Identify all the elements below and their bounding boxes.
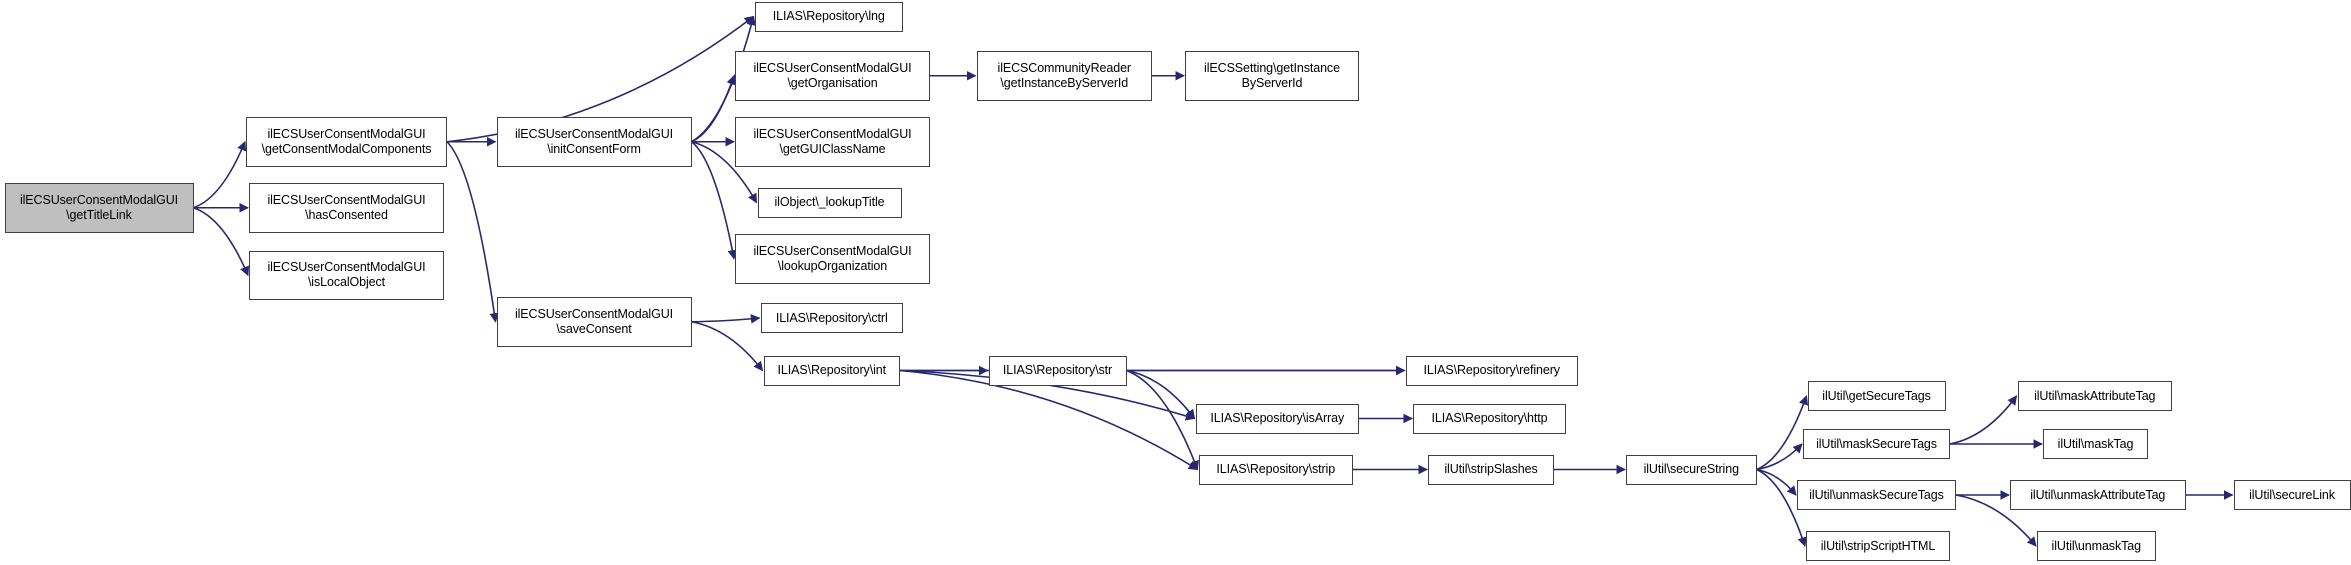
node-label-line1: ilUtil\unmaskTag — [2051, 538, 2142, 553]
node-label-line1: ILIAS\Repository\strip — [1216, 462, 1336, 476]
node-label-line1: ilUtil\unmaskAttributeTag — [2030, 487, 2166, 502]
graph-node-repoStrip[interactable]: ILIAS\Repository\strip — [1198, 454, 1353, 485]
graph-node-initConsentForm[interactable]: ilECSUserConsentModalGUI\initConsentForm — [496, 117, 692, 167]
graph-node-secureLink[interactable]: ilUtil\secureLink — [2233, 480, 2351, 510]
node-label-line1: ilUtil\stripSlashes — [1444, 462, 1538, 476]
graph-node-unmaskSecureTags[interactable]: ilUtil\unmaskSecureTags — [1797, 480, 1956, 510]
graph-node-unmaskAttributeTag[interactable]: ilUtil\unmaskAttributeTag — [2010, 480, 2186, 510]
graph-node-maskSecureTags[interactable]: ilUtil\maskSecureTags — [1803, 429, 1950, 459]
node-label-line1: ILIAS\Repository\isArray — [1210, 411, 1345, 425]
node-label-line1: ilUtil\secureString — [1643, 462, 1739, 476]
node-label-line1: ilUtil\maskTag — [2057, 436, 2134, 451]
graph-node-repoIsArray[interactable]: ILIAS\Repository\isArray — [1195, 403, 1359, 434]
node-label-line1: ilECSUserConsentModalGUI — [267, 260, 426, 275]
node-label-line1: ILIAS\Repository\str — [1002, 363, 1113, 377]
edge-saveConsent-to-repoInt — [691, 320, 764, 372]
node-label-line1: ILIAS\Repository\http — [1431, 411, 1548, 425]
node-label-line1: ilECSCommunityReader — [997, 60, 1132, 75]
node-label-line2: ByServerId — [1241, 75, 1303, 90]
node-label-line1: ilECSUserConsentModalGUI — [514, 306, 674, 321]
graph-node-getTitleLink[interactable]: ilECSUserConsentModalGUI\getTitleLink — [4, 183, 194, 233]
graph-node-repoLng[interactable]: ILIAS\Repository\lng — [754, 1, 903, 32]
node-label-line1: ilECSSetting\getInstance — [1204, 60, 1340, 75]
node-label-line1: ilECSUserConsentModalGUI — [753, 243, 912, 258]
node-label-line1: ilECSUserConsentModalGUI — [267, 126, 426, 141]
graph-node-secureString[interactable]: ilUtil\secureString — [1626, 454, 1757, 485]
node-label-line1: ILIAS\Repository\refinery — [1423, 363, 1561, 377]
graph-node-lookupTitle[interactable]: ilObject\_lookupTitle — [757, 187, 902, 218]
node-label-line1: ilECSUserConsentModalGUI — [514, 126, 674, 141]
node-label-line1: ILIAS\Repository\lng — [772, 9, 885, 23]
edge-repoStr-to-repoIsArray — [1126, 369, 1196, 420]
graph-node-getOrganisation[interactable]: ilECSUserConsentModalGUI\getOrganisation — [735, 51, 930, 101]
node-label-line1: ilUtil\unmaskSecureTags — [1809, 487, 1944, 502]
graph-node-repoRefinery[interactable]: ILIAS\Repository\refinery — [1405, 355, 1578, 386]
graph-node-isLocalObject[interactable]: ilECSUserConsentModalGUI\isLocalObject — [249, 250, 444, 300]
edge-secureString-to-unmaskSecureTags — [1756, 468, 1797, 496]
node-label-line1: ilUtil\maskSecureTags — [1816, 436, 1937, 451]
edge-initConsentForm-to-lookupOrganization — [691, 141, 738, 260]
graph-node-repoHttp[interactable]: ILIAS\Repository\http — [1413, 403, 1566, 434]
graph-node-maskAttributeTag[interactable]: ilUtil\maskAttributeTag — [2017, 381, 2172, 411]
node-label-line2: \hasConsented — [305, 207, 388, 222]
graph-node-maskTag[interactable]: ilUtil\maskTag — [2043, 429, 2148, 459]
node-label-line1: ILIAS\Repository\int — [777, 363, 887, 377]
graph-node-hasConsented[interactable]: ilECSUserConsentModalGUI\hasConsented — [249, 183, 444, 233]
node-label-line2: \getConsentModalComponents — [261, 141, 432, 156]
node-label-line1: ilECSUserConsentModalGUI — [753, 60, 912, 75]
node-label-line1: ilObject\_lookupTitle — [774, 195, 885, 209]
graph-node-unmaskTag[interactable]: ilUtil\unmaskTag — [2037, 531, 2156, 561]
node-label-line2: \lookupOrganization — [777, 258, 888, 273]
edge-secureString-to-getSecureTags — [1756, 395, 1809, 471]
node-label-line2: \getInstanceByServerId — [1000, 75, 1129, 90]
edge-getTitleLink-to-isLocalObject — [193, 206, 250, 277]
edge-initConsentForm-to-getOrganisation — [691, 74, 736, 143]
graph-node-repoStr[interactable]: ILIAS\Repository\str — [988, 355, 1127, 386]
node-label-line2: \isLocalObject — [307, 275, 386, 290]
edge-secureString-to-maskSecureTags — [1756, 443, 1803, 471]
node-label-line1: ilUtil\secureLink — [2249, 487, 2335, 502]
edge-maskSecureTags-to-maskAttributeTag — [1949, 395, 2018, 445]
node-label-line1: ilUtil\maskAttributeTag — [2034, 388, 2156, 403]
edge-getConsentModalComponents-to-saveConsent — [446, 141, 500, 323]
node-label-line2: \getOrganisation — [787, 75, 878, 90]
node-label-line2: \getGUIClassName — [779, 141, 886, 156]
node-label-line1: ilUtil\getSecureTags — [1822, 388, 1931, 403]
node-label-line2: \saveConsent — [556, 321, 632, 336]
node-label-line1: ilUtil\stripScriptHTML — [1820, 538, 1936, 553]
graph-node-repoCtrl[interactable]: ILIAS\Repository\ctrl — [760, 303, 903, 333]
node-label-line1: ilECSUserConsentModalGUI — [267, 192, 426, 207]
edge-saveConsent-to-repoCtrl — [691, 314, 761, 324]
graph-node-getSecureTags[interactable]: ilUtil\getSecureTags — [1807, 381, 1946, 411]
graph-node-getGUIClassName[interactable]: ilECSUserConsentModalGUI\getGUIClassName — [735, 117, 930, 167]
node-label-line2: \initConsentForm — [547, 141, 641, 156]
graph-node-repoInt[interactable]: ILIAS\Repository\int — [763, 355, 900, 386]
graph-node-saveConsent[interactable]: ilECSUserConsentModalGUI\saveConsent — [496, 297, 692, 347]
node-label-line2: \getTitleLink — [66, 207, 132, 222]
node-label-line1: ilECSUserConsentModalGUI — [753, 126, 912, 141]
graph-node-stripSlashes[interactable]: ilUtil\stripSlashes — [1428, 454, 1554, 485]
graph-node-getConsentModalComponents[interactable]: ilECSUserConsentModalGUI\getConsentModal… — [246, 117, 447, 167]
graph-node-stripScriptHTML[interactable]: ilUtil\stripScriptHTML — [1806, 531, 1950, 561]
graph-node-lookupOrganization[interactable]: ilECSUserConsentModalGUI\lookupOrganizat… — [735, 234, 930, 284]
node-label-line1: ILIAS\Repository\ctrl — [775, 310, 888, 325]
node-label-line1: ilECSUserConsentModalGUI — [19, 192, 179, 207]
edge-repoStr-to-repoStrip — [1126, 369, 1199, 471]
graph-node-communityReader[interactable]: ilECSCommunityReader\getInstanceByServer… — [976, 51, 1152, 101]
edge-getTitleLink-to-getConsentModalComponents — [193, 140, 247, 209]
